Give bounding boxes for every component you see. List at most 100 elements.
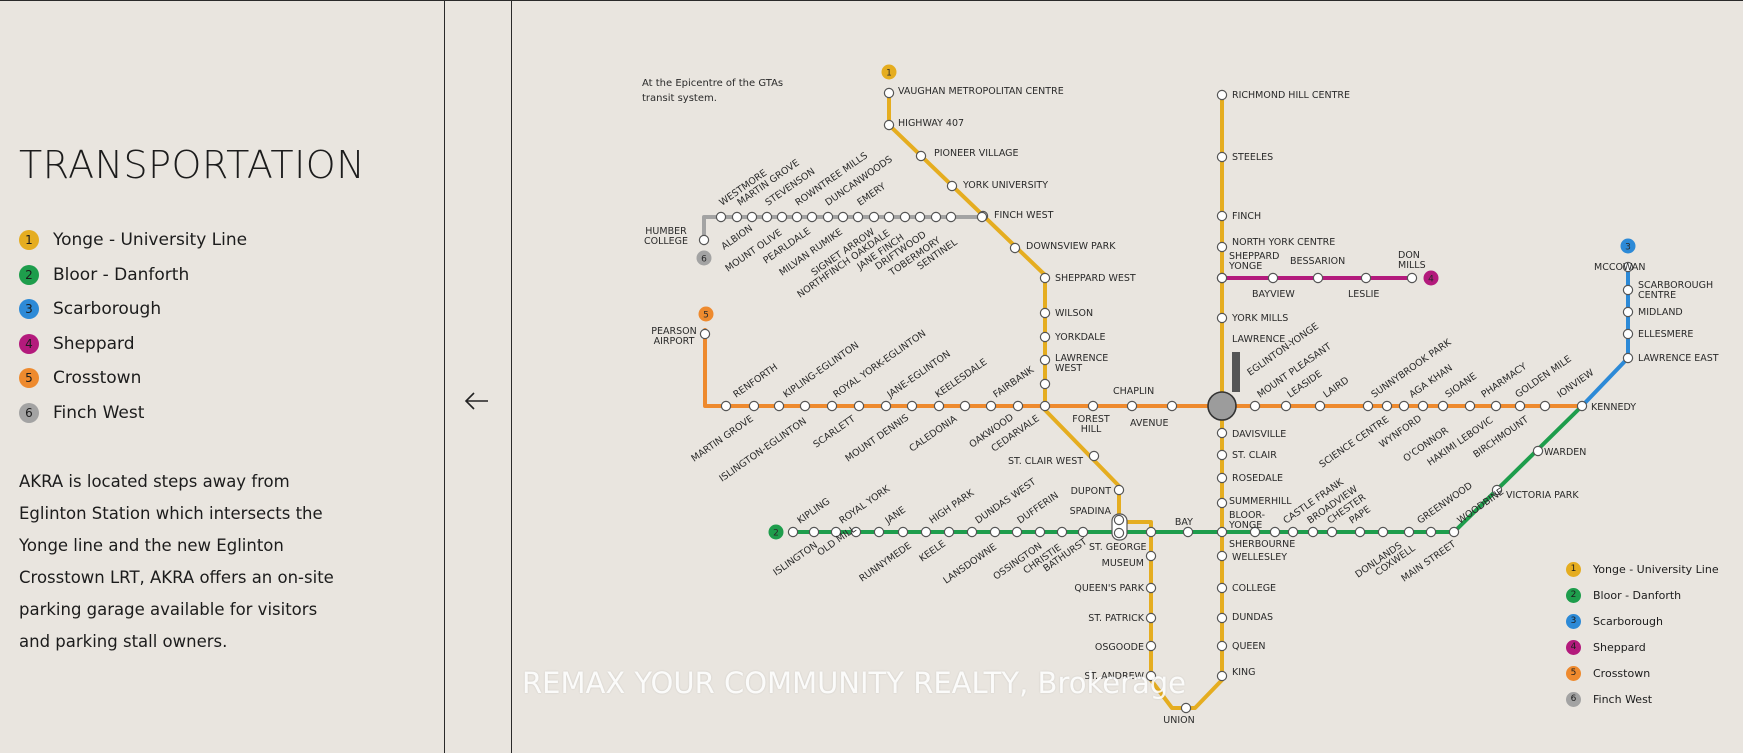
line-badge-number: 1	[886, 69, 892, 79]
station-label: DAVISVILLE	[1232, 429, 1286, 440]
station-label: KENNEDY	[1591, 402, 1636, 413]
station-marker	[1249, 400, 1261, 412]
nav-column	[445, 0, 512, 753]
station-marker	[1354, 526, 1366, 538]
station-label: SUMMERHILL	[1229, 496, 1292, 507]
station-label: KIPLING	[795, 496, 832, 526]
station-marker	[1312, 272, 1324, 284]
station-marker	[1622, 261, 1634, 273]
station-label: ST. CLAIR WEST	[1008, 456, 1083, 467]
station-marker	[1406, 272, 1418, 284]
station-marker	[1314, 400, 1326, 412]
line-badge-number: 5	[703, 311, 709, 321]
station-marker	[920, 526, 932, 538]
station-marker	[943, 526, 955, 538]
station-label: HIGH PARK	[927, 487, 976, 526]
station-marker	[746, 211, 758, 223]
top-border	[0, 0, 1743, 1]
station-marker	[989, 526, 1001, 538]
station-marker	[1039, 272, 1051, 284]
station-label: transit system.	[642, 93, 717, 104]
station-marker	[1216, 670, 1228, 682]
line-2-badge: 2	[19, 265, 39, 285]
station-marker	[976, 211, 988, 223]
station-label: WEST	[1055, 363, 1082, 374]
station-marker	[1145, 612, 1157, 624]
station-label: MILLS	[1398, 260, 1426, 271]
station-label: AIRPORT	[654, 336, 695, 347]
station-marker	[985, 400, 997, 412]
station-label: YORK UNIVERSITY	[962, 180, 1048, 191]
station-marker	[880, 400, 892, 412]
legend-label: Crosstown	[53, 368, 142, 388]
station-label: CHAPLIN	[1113, 386, 1154, 397]
station-marker	[1216, 272, 1228, 284]
station-marker	[1145, 550, 1157, 562]
station-label: LAWRENCE	[1232, 334, 1285, 345]
station-marker	[1012, 400, 1024, 412]
station-label: WARDEN	[1544, 447, 1586, 458]
station-marker	[1113, 527, 1125, 539]
station-label: WILSON	[1055, 308, 1093, 319]
station-label: LAWRENCE	[1055, 353, 1108, 364]
station-marker	[698, 234, 710, 246]
station-marker	[1417, 400, 1429, 412]
line-badge	[881, 64, 897, 80]
station-label: CENTRE	[1638, 290, 1676, 301]
station-marker	[930, 211, 942, 223]
station-marker	[1532, 445, 1544, 457]
station-marker	[1039, 354, 1051, 366]
station-marker	[1362, 400, 1374, 412]
line-badge-number: 6	[701, 255, 707, 265]
station-marker	[945, 211, 957, 223]
station-label: CALEDONIA	[907, 413, 959, 454]
station-marker	[1145, 670, 1157, 682]
building-icon	[1232, 352, 1240, 392]
station-label: VICTORIA PARK	[1506, 490, 1579, 501]
arrow-left-icon	[464, 392, 488, 410]
page-title: TRANSPORTATION	[19, 143, 366, 187]
station-marker	[1216, 449, 1228, 461]
station-label: FINCH WEST	[994, 210, 1054, 221]
station-label: BLOOR-	[1229, 510, 1265, 521]
station-label: HIGHWAY 407	[898, 118, 964, 129]
station-marker	[933, 400, 945, 412]
station-marker	[1425, 526, 1437, 538]
back-button[interactable]	[463, 388, 491, 414]
station-label: KING	[1232, 667, 1256, 678]
station-marker	[850, 526, 862, 538]
station-label: ISLINGTON	[771, 540, 819, 579]
station-marker	[1216, 550, 1228, 562]
line-6-badge: 6	[19, 403, 39, 423]
station-label: FOREST	[1072, 414, 1110, 425]
station-marker	[1216, 427, 1228, 439]
station-marker	[1216, 582, 1228, 594]
station-label: PEARSON	[651, 326, 696, 337]
station-marker	[1622, 306, 1634, 318]
station-marker	[1448, 526, 1460, 538]
station-label: SCARLETT	[811, 414, 857, 451]
line-badge-number: 3	[1625, 243, 1631, 253]
station-label: LESLIE	[1348, 289, 1379, 300]
station-marker	[826, 400, 838, 412]
legend-label: Finch West	[53, 403, 145, 423]
station-marker	[1377, 526, 1389, 538]
brokerage-watermark: REMAX YOUR COMMUNITY REALTY, Brokerage	[522, 666, 1187, 700]
station-label: FINCH	[1232, 211, 1261, 222]
station-marker	[1287, 526, 1299, 538]
station-marker	[959, 400, 971, 412]
station-label: YONGE	[1228, 261, 1262, 272]
station-label: BAY	[1175, 517, 1193, 528]
station-marker	[1216, 612, 1228, 624]
legend-item-sheppard: 4 Sheppard	[19, 332, 135, 356]
legend-item-scarborough: 3 Scarborough	[19, 297, 161, 321]
station-label: QUEEN'S PARK	[1074, 583, 1144, 594]
station-marker	[1360, 272, 1372, 284]
station-marker	[791, 211, 803, 223]
station-marker	[1034, 526, 1046, 538]
station-marker	[1180, 702, 1192, 714]
station-marker	[776, 211, 788, 223]
